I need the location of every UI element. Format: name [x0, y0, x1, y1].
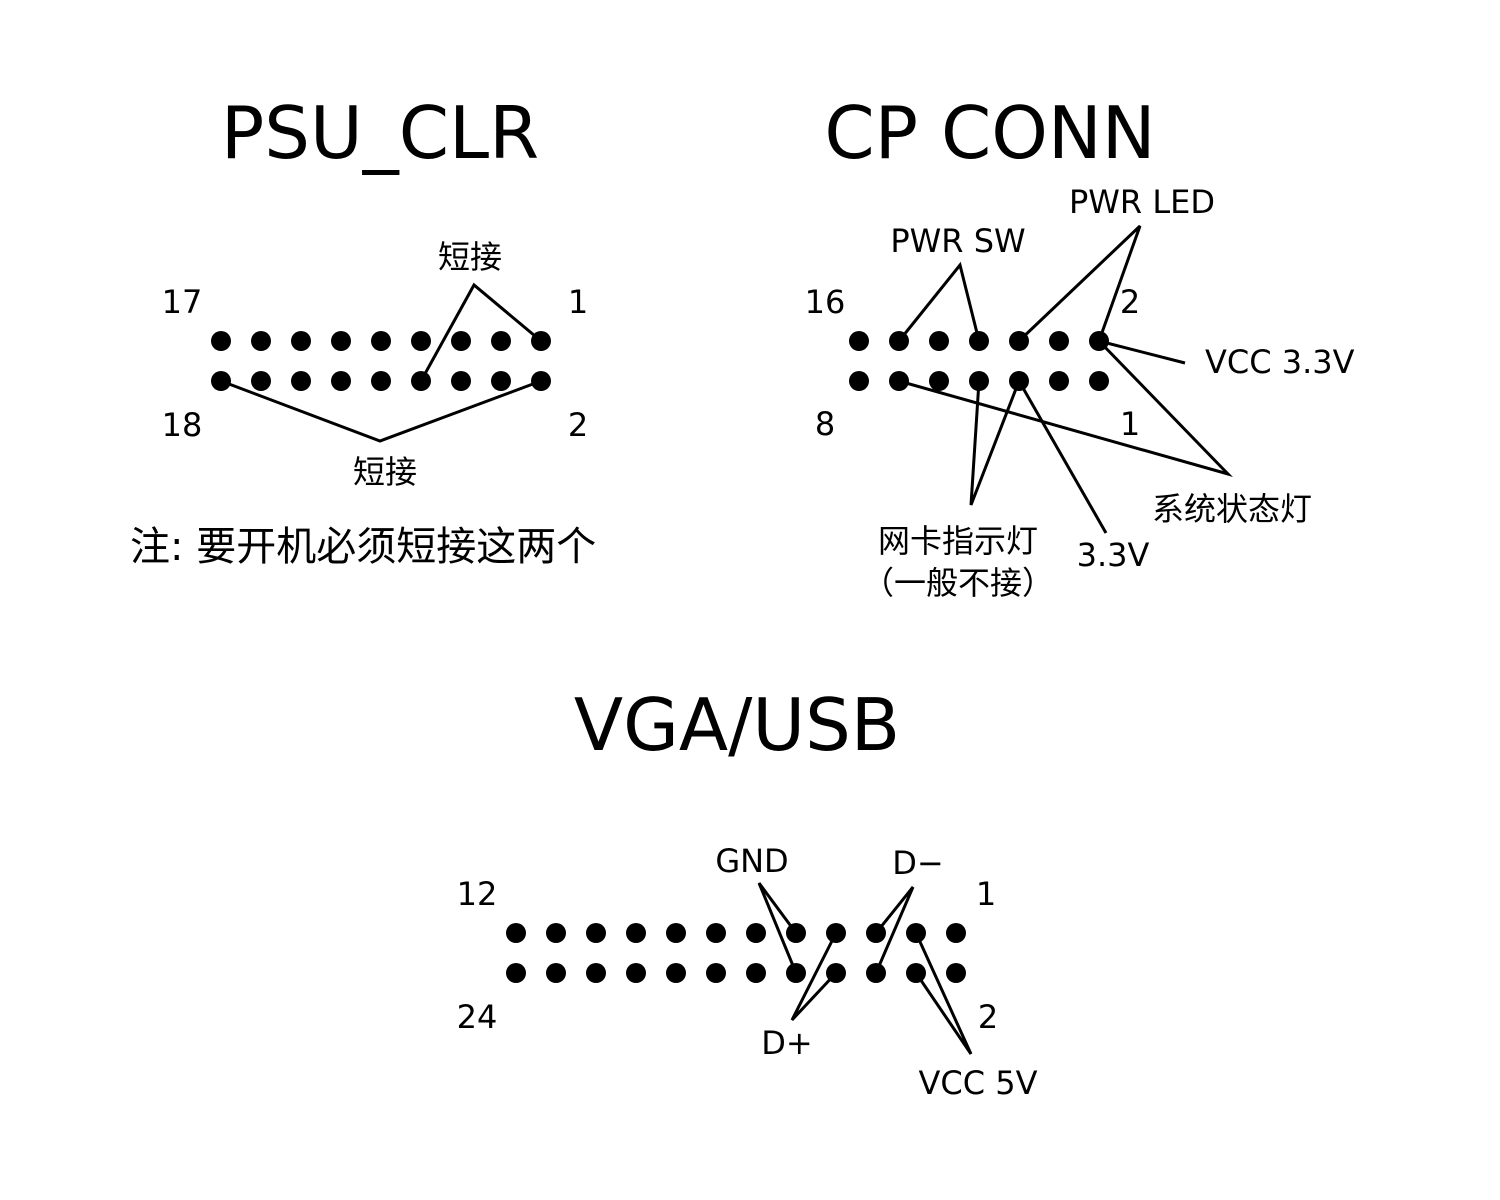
pwr-sw-line — [897, 261, 981, 342]
vga-usb-pin — [666, 923, 686, 943]
psu-clr-pin — [451, 371, 471, 391]
system-status-led-label: 系统状态灯 — [1152, 490, 1312, 528]
vga-usb-pin — [706, 963, 726, 983]
pwr-led-label: PWR LED — [1069, 183, 1215, 221]
pin-number-bottom-right: 2 — [568, 406, 588, 444]
psu-clr-pin — [211, 331, 231, 351]
jumper-line-top — [419, 282, 542, 382]
vga-usb-pin — [626, 963, 646, 983]
cp-conn-pin — [849, 331, 869, 351]
vga-usb-pin — [546, 923, 566, 943]
jumper-line-bottom — [220, 379, 542, 443]
psu-clr-pin — [491, 331, 511, 351]
pin-number-top-right: 2 — [1120, 283, 1140, 321]
psu-clr-pin — [251, 371, 271, 391]
vcc-5v-label: VCC 5V — [919, 1064, 1038, 1102]
vga-usb-title: VGA/USB — [574, 683, 900, 767]
vga-usb-pin — [506, 963, 526, 983]
vga-usb-pin — [506, 923, 526, 943]
psu-clr-pin — [331, 331, 351, 351]
jumper-label-top: 短接 — [438, 238, 502, 276]
pin-number-bottom-left: 8 — [815, 405, 835, 443]
vcc-3v3-label: VCC 3.3V — [1205, 343, 1355, 381]
cp-conn-connector: CP CONN 16 2 8 1 PWR SW PWR LED VCC 3.3V… — [805, 91, 1355, 602]
vga-usb-pin — [746, 963, 766, 983]
system-status-led-line — [898, 339, 1233, 477]
nic-led-label: 网卡指示灯 — [878, 522, 1038, 560]
vga-usb-pin — [746, 923, 766, 943]
pin-number-bottom-left: 18 — [162, 406, 203, 444]
pwr-led-line — [1017, 224, 1142, 343]
d-minus-line — [874, 886, 915, 974]
vga-usb-pin — [946, 923, 966, 943]
d-minus-label: D− — [892, 844, 943, 882]
psu-clr-pin — [371, 331, 391, 351]
psu-clr-pin — [451, 331, 471, 351]
3v3-label: 3.3V — [1077, 536, 1150, 574]
cp-conn-pin — [1049, 331, 1069, 351]
psu-clr-pin — [291, 371, 311, 391]
psu-clr-pin — [371, 371, 391, 391]
cp-conn-pin — [1049, 371, 1069, 391]
d-plus-line — [790, 932, 838, 1022]
vga-usb-pin — [546, 963, 566, 983]
pin-number-top-right: 1 — [976, 875, 996, 913]
psu-clr-title: PSU_CLR — [221, 91, 539, 175]
cp-conn-pin — [849, 371, 869, 391]
jumper-label-bottom: 短接 — [353, 453, 417, 491]
nic-led-line — [969, 380, 1021, 506]
vcc-3v3-line — [1098, 339, 1186, 365]
vga-usb-pin — [946, 963, 966, 983]
pin-number-bottom-right: 1 — [1120, 405, 1140, 443]
pin-number-top-left: 17 — [162, 283, 203, 321]
pin-number-top-left: 16 — [805, 283, 846, 321]
vga-usb-connector: VGA/USB 12 1 24 2 GND D− D+ VCC 5V — [457, 683, 1038, 1102]
cp-conn-pin — [929, 371, 949, 391]
gnd-label: GND — [715, 842, 788, 880]
vga-usb-pin — [586, 963, 606, 983]
pin-number-bottom-left: 24 — [457, 998, 498, 1036]
vga-usb-pin — [626, 923, 646, 943]
power-on-note: 注: 要开机必须短接这两个 — [130, 524, 596, 570]
3v3-line — [1017, 380, 1108, 534]
d-plus-label: D+ — [761, 1024, 812, 1062]
gnd-line — [757, 882, 798, 974]
vga-usb-pin — [666, 963, 686, 983]
cp-conn-pin — [929, 331, 949, 351]
psu-clr-pin-grid — [211, 331, 551, 391]
vga-usb-pin — [706, 923, 726, 943]
psu-clr-pin — [411, 331, 431, 351]
vga-usb-pin-grid — [506, 923, 966, 983]
psu-clr-pin — [331, 371, 351, 391]
pin-number-top-right: 1 — [568, 283, 588, 321]
nic-led-sublabel: （一般不接） — [862, 564, 1054, 602]
cp-conn-pin — [1089, 371, 1109, 391]
pin-number-top-left: 12 — [457, 875, 498, 913]
cp-conn-title: CP CONN — [824, 91, 1155, 175]
psu-clr-pin — [291, 331, 311, 351]
vga-usb-pin — [586, 923, 606, 943]
pwr-sw-label: PWR SW — [890, 222, 1025, 260]
psu-clr-pin — [251, 331, 271, 351]
psu-clr-connector: PSU_CLR 17 1 18 2 短接 短接 注: 要开机必须短接这两个 — [130, 91, 596, 570]
pin-number-bottom-right: 2 — [978, 998, 998, 1036]
psu-clr-pin — [491, 371, 511, 391]
vcc-5v-line — [914, 932, 973, 1055]
